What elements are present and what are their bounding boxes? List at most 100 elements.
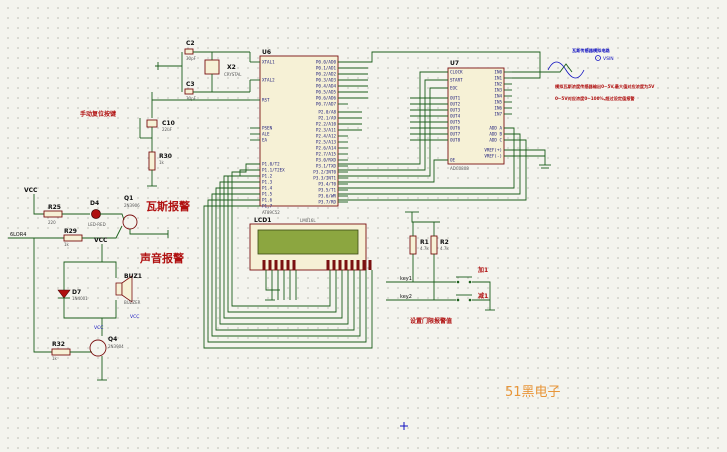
q1-ref: Q1 <box>124 195 133 202</box>
u6-right-pin-label: P2.6/A14 <box>316 146 337 151</box>
reset-note: 手动复位按键 <box>80 110 117 118</box>
u6-right-pin-label: P2.5/A13 <box>316 140 337 145</box>
r2-ref: R2 <box>440 239 449 246</box>
u6-right-pin-label: P0.4/AD4 <box>316 84 337 89</box>
u6-left-pin-label: P1.7 <box>262 204 273 209</box>
lcd-pin <box>356 260 360 270</box>
c10-ref: C10 <box>162 120 175 127</box>
lcd-pin <box>338 260 342 270</box>
lcd-pin <box>274 260 278 270</box>
d7-ref: D7 <box>72 289 81 296</box>
vcc-label-2: VCC <box>94 237 108 244</box>
u6-right-pin-label: P3.3/INT1 <box>313 176 336 181</box>
buz1-ref: BUZ1 <box>124 273 142 280</box>
r29-ref: R29 <box>64 228 77 235</box>
r2-value: 4.7k <box>440 246 449 251</box>
d4-value: LED-RED <box>88 222 106 227</box>
u6-right-pin-label: P2.2/A10 <box>316 122 337 127</box>
u6-left-pin-label: XTAL1 <box>262 60 275 65</box>
sensor-source: VSIN 瓦斯传感器模拟电路 模拟瓦斯浓度传感器输出0~5V,最大值对应浓度为5… <box>512 47 655 102</box>
buz1-value: BUZZER <box>124 300 141 305</box>
u6-left-pin-label: P1.5 <box>262 192 273 197</box>
u7-right-pin-label: IN4 <box>494 94 502 99</box>
lcd-pin <box>344 260 348 270</box>
x2-value: CRYSTAL <box>224 72 242 77</box>
u6-name: AT89C52 <box>262 210 280 215</box>
u6-right-pin-label: P3.0/RXD <box>316 158 337 163</box>
c10-value: 22uF <box>162 127 173 132</box>
lcd-pin <box>268 260 272 270</box>
r32-ref: R32 <box>52 341 65 348</box>
u7-left-pin-label: OUT1 <box>450 96 461 101</box>
u7-left-pin-label: OUT8 <box>450 138 461 143</box>
crystal-circuit: C2 30pF C3 30pF X2 CRYSTAL C10 22uF R30 … <box>80 40 251 187</box>
d7-value: 1N4001 <box>72 296 88 301</box>
lcd-pin <box>362 260 366 270</box>
u6-right-pin-label: P2.7/A15 <box>316 152 337 157</box>
crosshair-cursor[interactable] <box>400 422 408 430</box>
r1-value: 4.7k <box>420 246 429 251</box>
r25-value: 220 <box>48 220 56 225</box>
u6-left-pin-label: P1.4 <box>262 186 273 191</box>
u7-left-pin-label: OUT2 <box>450 102 461 107</box>
lcd-pin <box>326 260 330 270</box>
u6-mcu: U6 AT89C52 XTAL1XTAL2RSTPSENALEEAP1.0/T2… <box>250 49 348 215</box>
r25-ref: R25 <box>48 204 61 211</box>
r32-value: 1k <box>52 356 58 361</box>
c3-ref: C3 <box>186 81 195 88</box>
u6-left-pin-label: P1.3 <box>262 180 273 185</box>
keys-note: 设置门限报警值 <box>410 317 452 325</box>
u6-left-pin-label: P1.2 <box>262 174 273 179</box>
sensor-title: 瓦斯传感器模拟电路 <box>572 47 611 54</box>
c3-value: 30pF <box>186 96 197 101</box>
q4-value: 2N3904 <box>108 344 124 349</box>
vcc-label-1: VCC <box>24 187 38 194</box>
r29-value: 1k <box>64 242 70 247</box>
q4-ref: Q4 <box>108 336 117 343</box>
u7-right-pin-label: IN7 <box>494 112 502 117</box>
key1-net: key1 <box>400 276 412 282</box>
u7-right-pin-label: IN0 <box>494 70 502 75</box>
sound-alarm-note: 声音报警 <box>139 251 184 265</box>
u7-name: ADC0808 <box>450 166 469 171</box>
u7-ref: U7 <box>450 60 459 67</box>
u7-right-pin-label: IN3 <box>494 88 502 93</box>
lcd-pin <box>350 260 354 270</box>
u7-adc: U7 ADC0808 CLOCKSTARTEOCOUT1OUT2OUT3OUT4… <box>447 60 512 171</box>
key2-label: 减1 <box>478 292 488 300</box>
u6-right-pin-label: P0.5/AD5 <box>316 90 337 95</box>
sound-alarm-circuit: VCC D7 1N4001 BUZ1 BUZZER 声音报警 R32 1k Q4… <box>33 237 184 381</box>
u7-right-pin-label: ADD C <box>489 138 502 143</box>
u7-right-pin-label: ADD A <box>489 126 502 131</box>
key-circuit: R1 4.7k R2 4.7k key1 key2 加1 减1 设置门限报警值 <box>386 211 495 325</box>
u6-right-pin-label: P3.7/RD <box>318 200 336 205</box>
u6-right-pin-label: P0.0/AD0 <box>316 60 337 65</box>
u7-right-pin-label: IN1 <box>494 76 502 81</box>
u7-left-pin-label: EOC <box>450 86 458 91</box>
u6-right-pin-label: P0.2/AD2 <box>316 72 337 77</box>
net-label-1: VCC <box>94 325 103 331</box>
x2-ref: X2 <box>227 64 236 71</box>
u7-right-pin-label: IN6 <box>494 106 502 111</box>
d4-ref: D4 <box>90 200 99 207</box>
u6-right-pin-label: P0.3/AD3 <box>316 78 337 83</box>
sensor-desc-1: 模拟瓦斯浓度传感器输出0~5V,最大值对应浓度为5V <box>555 83 655 90</box>
lcd-pin <box>262 260 266 270</box>
signal-label: 6LOR4 <box>10 232 26 238</box>
u6-right-pin-label: P2.0/A8 <box>318 110 336 115</box>
gas-alarm-circuit: VCC R25 220 D4 LED-RED Q1 2N3906 6LOR4 R… <box>8 187 190 247</box>
u6-right-pin-label: P3.4/T0 <box>318 182 336 187</box>
u6-left-pin-label: P1.6 <box>262 198 273 203</box>
sensor-desc-2: 0~5V对应浓度0~100%,超过设定值报警 <box>555 95 635 102</box>
gas-alarm-note: 瓦斯报警 <box>146 199 190 213</box>
u6-ref: U6 <box>262 49 271 56</box>
u7-left-pin-label: CLOCK <box>450 70 463 75</box>
bus-wires <box>338 51 551 201</box>
lcd-bus <box>203 163 373 349</box>
u7-right-pin-label: ADD B <box>489 132 502 137</box>
u6-right-pin-label: P0.6/AD6 <box>316 96 337 101</box>
lcd-pin <box>280 260 284 270</box>
u6-right-pin-label: P0.1/AD1 <box>316 66 337 71</box>
u6-right-pin-label: P0.7/AD7 <box>316 102 337 107</box>
